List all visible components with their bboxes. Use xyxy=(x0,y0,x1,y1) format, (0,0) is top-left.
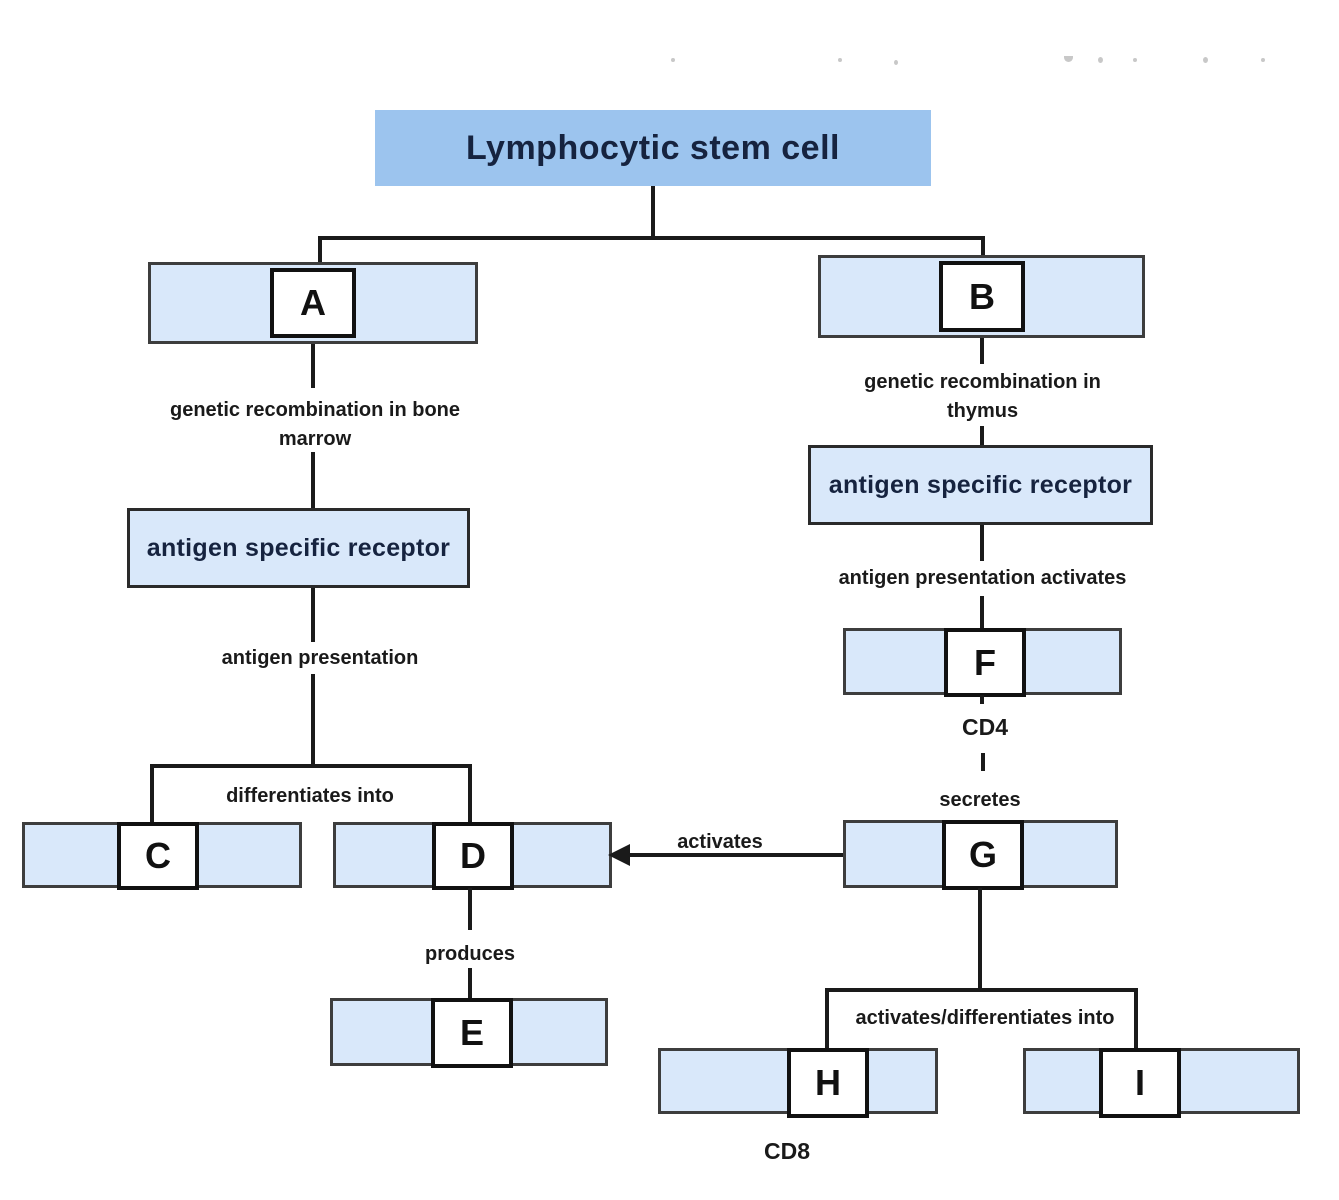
node-c: C xyxy=(22,822,302,890)
label-right-recombination-line2: thymus xyxy=(946,400,1019,422)
title-box: Lymphocytic stem cell xyxy=(375,110,931,186)
node-d-label: D xyxy=(460,835,486,876)
title-text: Lymphocytic stem cell xyxy=(466,128,840,167)
label-secretes: secretes xyxy=(939,789,1021,811)
label-activates: activates xyxy=(677,831,763,853)
node-h: H xyxy=(658,1048,938,1118)
node-f-label: F xyxy=(974,641,996,683)
arrow-g-activates-d-line xyxy=(626,853,843,857)
node-f: F xyxy=(843,628,1122,697)
bracket-hi-right-drop xyxy=(1134,988,1138,1050)
bracket-hi-horizontal xyxy=(825,988,1138,992)
label-activates-differentiates-into: activates/differentiates into xyxy=(855,1007,1115,1029)
node-h-letter-box: H xyxy=(787,1048,869,1118)
node-i-letter-box: I xyxy=(1099,1048,1181,1118)
node-d-letter-box: D xyxy=(432,822,514,890)
bracket-cd-horizontal xyxy=(150,764,472,768)
node-b-letter-box: B xyxy=(939,261,1025,332)
label-right-recombination: genetic recombination in thymus xyxy=(810,368,1155,426)
connector-asr-right-down xyxy=(980,525,984,561)
node-a: A xyxy=(148,262,478,344)
node-b-label: B xyxy=(969,275,995,317)
antigen-specific-receptor-left-box: antigen specific receptor xyxy=(127,508,470,588)
node-g-label: G xyxy=(968,834,997,875)
connector-b-down xyxy=(980,338,984,364)
connector-to-asr-left xyxy=(311,452,315,508)
label-left-recombination-line1: genetic recombination in bone xyxy=(169,399,461,421)
node-a-label: A xyxy=(300,282,326,323)
node-b: B xyxy=(818,255,1145,338)
connector-asr-left-down xyxy=(311,588,315,642)
antigen-specific-receptor-right-label: antigen specific receptor xyxy=(828,470,1133,499)
label-cd8: CD8 xyxy=(763,1138,810,1164)
antigen-specific-receptor-right-box: antigen specific receptor xyxy=(808,445,1153,525)
connector-drop-to-b xyxy=(981,236,985,258)
node-g-letter-box: G xyxy=(942,820,1024,890)
label-left-recombination-line2: marrow xyxy=(278,428,352,450)
node-c-letter-box: C xyxy=(117,822,199,890)
node-d: D xyxy=(333,822,612,890)
node-c-label: C xyxy=(145,835,171,876)
node-g: G xyxy=(843,820,1118,890)
connector-title-down xyxy=(651,186,655,238)
connector-to-asr-right xyxy=(980,426,984,446)
label-produces: produces xyxy=(424,943,516,965)
node-e-label: E xyxy=(459,1012,484,1053)
label-antigen-presentation-activates: antigen presentation activates xyxy=(838,567,1127,589)
antigen-specific-receptor-left-label: antigen specific receptor xyxy=(146,533,451,562)
connector-to-e xyxy=(468,968,472,1000)
label-antigen-presentation: antigen presentation xyxy=(221,647,419,669)
connector-a-down xyxy=(311,344,315,388)
arrow-g-activates-d-head xyxy=(608,844,630,866)
connector-cd4-dash xyxy=(981,753,985,771)
label-cd4: CD4 xyxy=(961,714,1008,740)
bracket-cd-right-drop xyxy=(468,764,472,822)
connector-d-down xyxy=(468,888,472,930)
node-a-letter-box: A xyxy=(270,268,356,338)
label-right-recombination-line1: genetic recombination in xyxy=(864,371,1101,393)
connector-drop-to-a xyxy=(318,236,322,264)
bracket-cd-left-drop xyxy=(150,764,154,822)
node-e-letter-box: E xyxy=(431,998,513,1068)
node-f-letter-box: F xyxy=(944,628,1026,697)
node-i: I xyxy=(1023,1048,1300,1118)
node-h-label: H xyxy=(815,1062,841,1103)
label-left-recombination: genetic recombination in bone marrow xyxy=(140,396,490,454)
connector-top-split xyxy=(318,236,985,240)
connector-f-stub xyxy=(980,695,984,704)
bracket-hi-left-drop xyxy=(825,988,829,1050)
node-e: E xyxy=(330,998,608,1068)
connector-g-down xyxy=(978,888,982,990)
node-i-label: I xyxy=(1134,1062,1145,1103)
connector-to-f xyxy=(980,596,984,628)
label-differentiates-into: differentiates into xyxy=(226,785,394,807)
connector-to-cd-bracket xyxy=(311,674,315,766)
